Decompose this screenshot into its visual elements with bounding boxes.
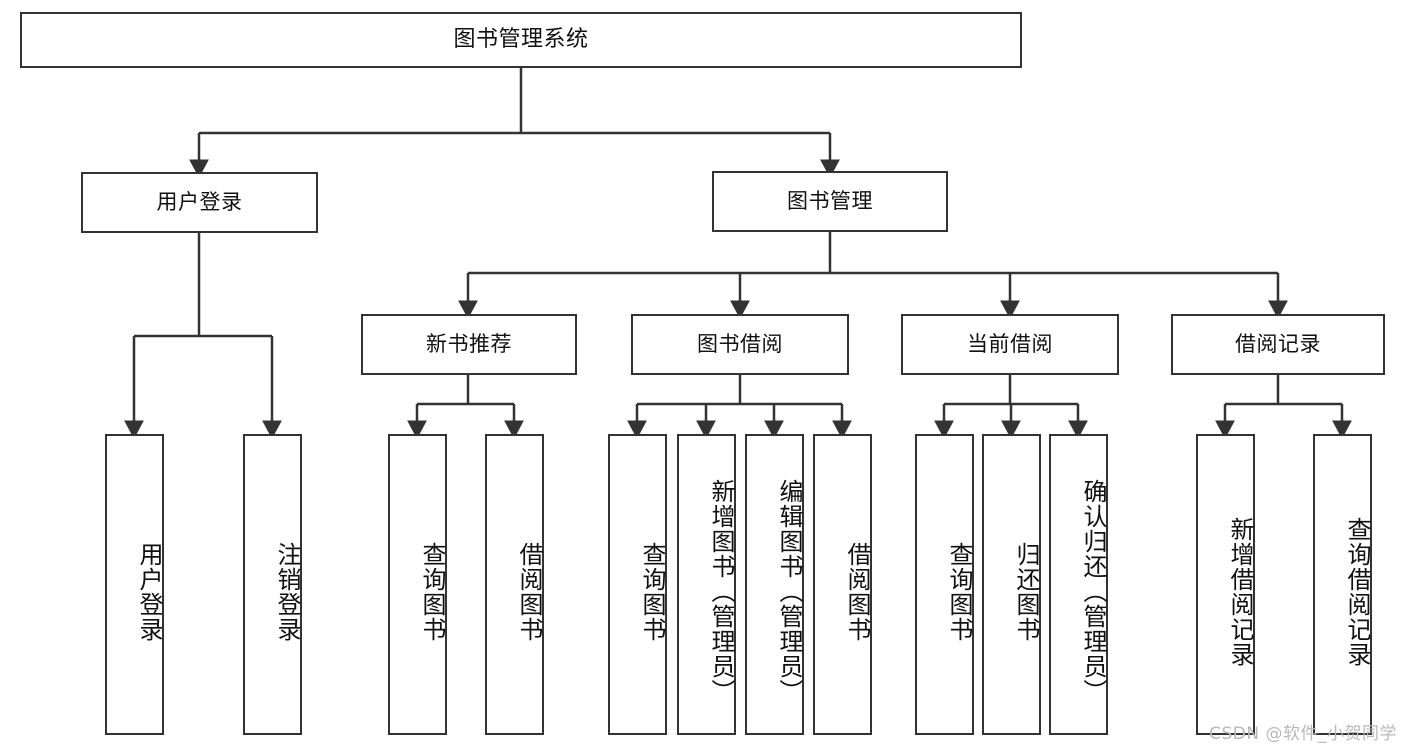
node-book-borrow[interactable]: 图书借阅 [631, 314, 849, 375]
node-label: 用户登录 [135, 541, 163, 642]
node-label: 当前借阅 [967, 331, 1053, 356]
node-label: 借阅图书 [515, 541, 543, 642]
node-leaf-add-book-admin[interactable]: 新增图书（管理员） [677, 434, 736, 735]
node-leaf-query-borrow-record[interactable]: 查询借阅记录 [1313, 434, 1372, 735]
node-label: 借阅图书 [843, 541, 871, 642]
node-leaf-return-book[interactable]: 归还图书 [982, 434, 1041, 735]
node-leaf-edit-book-admin[interactable]: 编辑图书（管理员） [745, 434, 804, 735]
node-label: 查询图书 [418, 541, 446, 642]
node-leaf-user-login[interactable]: 用户登录 [105, 434, 164, 735]
node-leaf-logout[interactable]: 注销登录 [243, 434, 302, 735]
node-label: 图书管理系统 [453, 26, 589, 52]
node-leaf-confirm-return-admin[interactable]: 确认归还（管理员） [1049, 434, 1108, 735]
node-new-book-recommend[interactable]: 新书推荐 [361, 314, 577, 375]
node-label: 新增借阅记录 [1226, 516, 1254, 667]
node-leaf-borrow-book-rec[interactable]: 借阅图书 [485, 434, 544, 735]
node-label: 图书管理 [787, 188, 873, 213]
node-label: 查询借阅记录 [1343, 516, 1371, 667]
node-leaf-query-book-current[interactable]: 查询图书 [915, 434, 974, 735]
node-leaf-borrow-book[interactable]: 借阅图书 [813, 434, 872, 735]
node-label: 注销登录 [273, 541, 301, 642]
node-leaf-add-borrow-record[interactable]: 新增借阅记录 [1196, 434, 1255, 735]
node-user-login[interactable]: 用户登录 [81, 172, 318, 233]
node-label: 查询图书 [638, 541, 666, 642]
node-book-management[interactable]: 图书管理 [712, 171, 948, 232]
node-leaf-query-book-borrow[interactable]: 查询图书 [608, 434, 667, 735]
node-label: 编辑图书（管理员） [775, 479, 803, 704]
node-borrow-record[interactable]: 借阅记录 [1171, 314, 1385, 375]
node-label: 归还图书 [1012, 541, 1040, 642]
watermark-credit: CSDN @软件_小贺同学 [1209, 724, 1397, 744]
node-label: 确认归还（管理员） [1079, 479, 1107, 704]
node-label: 借阅记录 [1235, 331, 1321, 356]
node-label: 新增图书（管理员） [707, 479, 735, 704]
node-label: 用户登录 [156, 189, 243, 214]
node-label: 新书推荐 [426, 331, 512, 356]
node-label: 查询图书 [945, 541, 973, 642]
node-label: 图书借阅 [697, 331, 783, 356]
node-root-system[interactable]: 图书管理系统 [20, 12, 1022, 68]
node-current-borrow[interactable]: 当前借阅 [901, 314, 1119, 375]
node-leaf-query-book-rec[interactable]: 查询图书 [388, 434, 447, 735]
